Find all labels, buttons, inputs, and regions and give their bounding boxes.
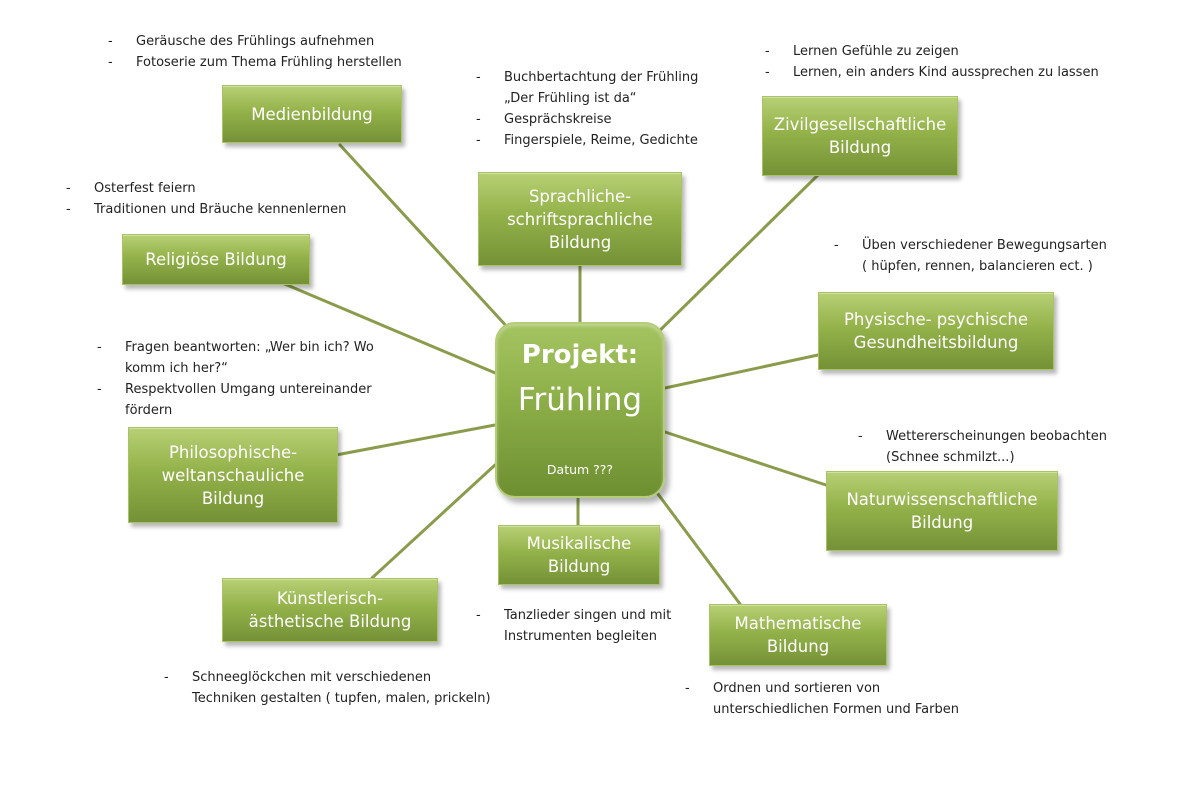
note-item: Respektvollen Umgang untereinander förde… bbox=[97, 379, 374, 421]
connector-kuenstlerische bbox=[370, 463, 497, 580]
node-label: Physische- psychische Gesundheitsbildung bbox=[843, 310, 1029, 352]
connector-naturwissenschaftliche bbox=[663, 430, 828, 487]
node-philosophische-bildung: Philosophische- weltanschauliche Bildung bbox=[128, 427, 338, 523]
notes-religioese-bildung: Osterfest feiern Traditionen und Bräuche… bbox=[66, 178, 346, 220]
node-label: Zivilgesellschaftliche Bildung bbox=[773, 115, 947, 157]
connector-physische bbox=[663, 353, 820, 390]
node-label: Mathematische Bildung bbox=[734, 614, 862, 656]
note-item: Osterfest feiern bbox=[66, 178, 346, 199]
note-item: Schneeglöckchen mit verschiedenen Techni… bbox=[164, 667, 491, 709]
note-item: Gesprächskreise bbox=[476, 109, 698, 130]
note-item: Lernen Gefühle zu zeigen bbox=[765, 41, 1099, 62]
node-sprachliche-bildung: Sprachliche- schriftsprachliche Bildung bbox=[478, 172, 682, 266]
project-title: Projekt: bbox=[521, 340, 639, 370]
notes-sprachliche-bildung: Buchbertachtung der Frühling „Der Frühli… bbox=[476, 67, 698, 151]
project-date: Datum ??? bbox=[546, 462, 614, 477]
notes-musikalische-bildung: Tanzlieder singen und mit Instrumenten b… bbox=[476, 605, 671, 647]
connector-religioese bbox=[278, 280, 502, 377]
note-item: Ordnen und sortieren von unterschiedlich… bbox=[685, 678, 959, 720]
notes-kuenstlerische-bildung: Schneeglöckchen mit verschiedenen Techni… bbox=[164, 667, 491, 709]
notes-naturwissenschaftliche-bildung: Wettererscheinungen beobachten (Schnee s… bbox=[858, 426, 1107, 468]
notes-philosophische-bildung: Fragen beantworten: „Wer bin ich? Wo kom… bbox=[97, 337, 374, 421]
connector-zivilgesellschaftliche bbox=[643, 173, 820, 347]
node-label: Naturwissenschaftliche Bildung bbox=[846, 490, 1038, 532]
node-mathematische-bildung: Mathematische Bildung bbox=[709, 604, 887, 666]
node-kuenstlerische-bildung: Künstlerisch- ästhetische Bildung bbox=[222, 578, 438, 642]
notes-medienbildung: Geräusche des Frühlings aufnehmen Fotose… bbox=[108, 31, 402, 73]
node-label: Philosophische- weltanschauliche Bildung bbox=[161, 442, 305, 508]
node-label: Musikalische Bildung bbox=[526, 534, 632, 576]
node-religioese-bildung: Religiöse Bildung bbox=[122, 234, 310, 285]
node-label: Sprachliche- schriftsprachliche Bildung bbox=[507, 186, 653, 252]
connector-medienbildung bbox=[338, 143, 512, 332]
note-item: Traditionen und Bräuche kennenlernen bbox=[66, 199, 346, 220]
node-label: Künstlerisch- ästhetische Bildung bbox=[248, 589, 412, 631]
note-item: Fingerspiele, Reime, Gedichte bbox=[476, 130, 698, 151]
node-medienbildung: Medienbildung bbox=[222, 85, 402, 143]
note-item: Tanzlieder singen und mit Instrumenten b… bbox=[476, 605, 671, 647]
notes-mathematische-bildung: Ordnen und sortieren von unterschiedlich… bbox=[685, 678, 959, 720]
node-musikalische-bildung: Musikalische Bildung bbox=[498, 525, 660, 585]
node-label: Medienbildung bbox=[251, 104, 373, 124]
note-item: Wettererscheinungen beobachten (Schnee s… bbox=[858, 426, 1107, 468]
node-zivilgesellschaftliche-bildung: Zivilgesellschaftliche Bildung bbox=[762, 96, 958, 176]
note-item: Üben verschiedener Bewegungsarten ( hüpf… bbox=[834, 235, 1107, 277]
connector-mathematische bbox=[653, 488, 742, 606]
note-item: Lernen, ein anders Kind aussprechen zu l… bbox=[765, 62, 1099, 83]
notes-zivilgesellschaftliche-bildung: Lernen Gefühle zu zeigen Lernen, ein and… bbox=[765, 41, 1099, 83]
note-item: Geräusche des Frühlings aufnehmen bbox=[108, 31, 402, 52]
note-item: Fotoserie zum Thema Frühling herstellen bbox=[108, 52, 402, 73]
note-item: Buchbertachtung der Frühling „Der Frühli… bbox=[476, 67, 698, 109]
node-physische-bildung: Physische- psychische Gesundheitsbildung bbox=[818, 292, 1054, 370]
project-subtitle: Frühling bbox=[517, 382, 643, 418]
node-naturwissenschaftliche-bildung: Naturwissenschaftliche Bildung bbox=[826, 471, 1058, 551]
center-node-project: Projekt: Frühling Datum ??? bbox=[495, 322, 665, 498]
notes-physische-bildung: Üben verschiedener Bewegungsarten ( hüpf… bbox=[834, 235, 1107, 277]
node-label: Religiöse Bildung bbox=[145, 250, 287, 269]
connector-philosophische bbox=[334, 423, 497, 457]
note-item: Fragen beantworten: „Wer bin ich? Wo kom… bbox=[97, 337, 374, 379]
